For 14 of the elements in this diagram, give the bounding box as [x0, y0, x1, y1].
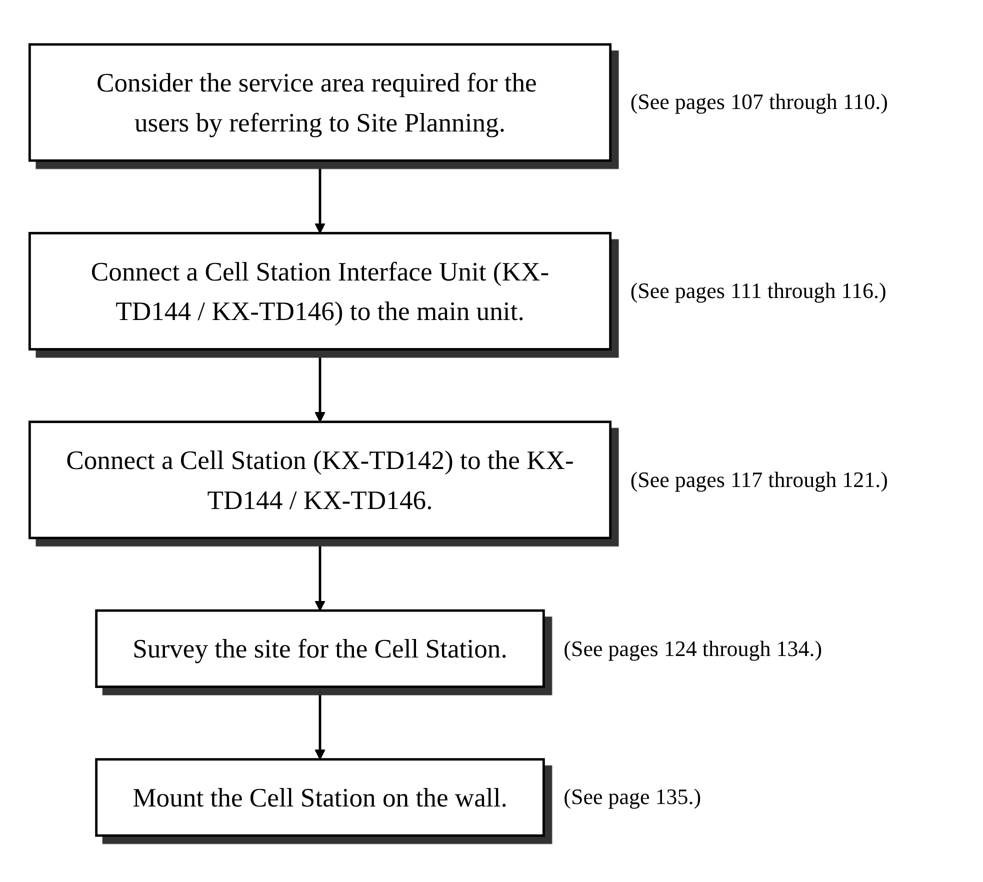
arrow	[314, 349, 326, 422]
page-reference: (See pages 107 through 110.)	[630, 89, 888, 116]
page-reference: (See page 135.)	[564, 784, 702, 810]
process-box: Survey the site for the Cell Station.	[95, 609, 545, 688]
arrow	[314, 686, 326, 760]
arrow	[314, 538, 326, 612]
page-reference: (See pages 124 through 134.)	[564, 636, 822, 662]
process-box: Mount the Cell Station on the wall.	[95, 758, 545, 837]
page-reference: (See pages 111 through 116.)	[630, 278, 886, 304]
process-box: Connect a Cell Station Interface Unit (KX-TD144 / KX-TD146) to the main unit.	[28, 232, 612, 350]
process-box: Consider the service area required for the users by referring to Site Planning.	[28, 43, 612, 162]
page-reference: (See pages 117 through 121.)	[630, 466, 888, 493]
arrow	[314, 160, 326, 234]
process-box: Connect a Cell Station (KX-TD142) to the KX-TD144 / KX-TD146.	[28, 420, 612, 540]
